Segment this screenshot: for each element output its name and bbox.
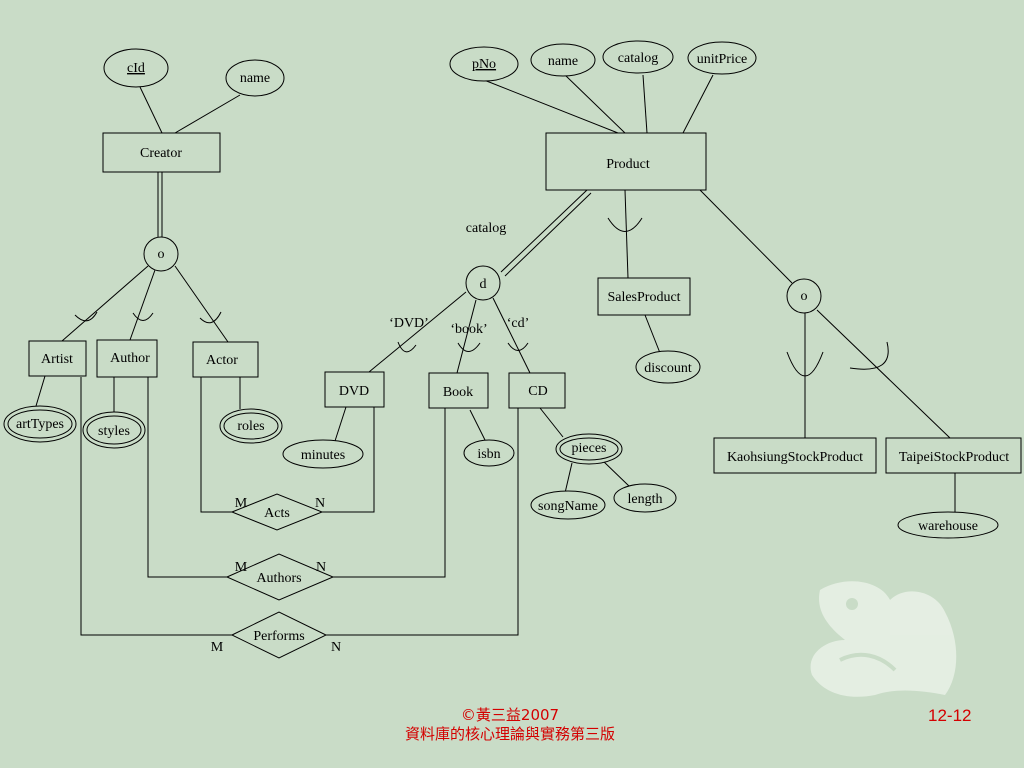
attribute-minutes: minutes: [282, 439, 364, 469]
entity-product: Product: [545, 132, 707, 191]
attribute-unit-price-label: unitPrice: [697, 52, 748, 67]
performs-right-cardinality: N: [331, 640, 341, 655]
entity-cd-label: CD: [528, 384, 547, 399]
relationship-performs: Performs M N: [211, 611, 341, 659]
attribute-product-catalog: catalog: [602, 40, 674, 74]
footer-copyright: ©黃三益2007: [460, 706, 560, 724]
entity-author-label: Author: [110, 351, 150, 366]
entity-actor: Actor: [192, 341, 259, 378]
attribute-pieces: pieces: [555, 433, 623, 465]
connector-lines: [35, 74, 956, 636]
attribute-unit-price: unitPrice: [687, 41, 757, 75]
dvd-value-label: ‘DVD’: [389, 316, 429, 331]
entity-book: Book: [428, 372, 489, 409]
attribute-product-name-label: name: [548, 54, 578, 69]
attribute-length-label: length: [628, 492, 663, 507]
entity-product-label: Product: [606, 157, 650, 172]
attribute-roles-label: roles: [237, 419, 264, 434]
attribute-cid: cId: [103, 48, 169, 88]
entity-dvd-label: DVD: [339, 384, 369, 399]
product-disjoint-symbol: d: [480, 277, 487, 292]
entity-kaohsiung-stock-product-label: KaohsiungStockProduct: [727, 450, 863, 465]
entity-kaohsiung-stock-product: KaohsiungStockProduct: [713, 437, 877, 474]
attribute-pieces-label: pieces: [572, 441, 607, 456]
attribute-art-types-label: artTypes: [16, 417, 64, 432]
attribute-warehouse: warehouse: [897, 511, 999, 539]
creator-overlap-symbol: o: [158, 247, 165, 262]
entity-book-label: Book: [443, 385, 473, 400]
footer-book-title: 資料庫的核心理論與實務第三版: [404, 725, 615, 743]
attribute-length: length: [613, 483, 677, 513]
relationship-authors-label: Authors: [256, 571, 301, 586]
entity-author: Author: [96, 339, 158, 378]
cd-value-label: ‘cd’: [507, 316, 530, 331]
acts-right-cardinality: N: [315, 496, 325, 511]
discriminator-label: catalog: [466, 221, 506, 236]
performs-left-cardinality: M: [211, 640, 224, 655]
specialization-product-disjoint: d: [465, 265, 501, 301]
acts-left-cardinality: M: [235, 496, 248, 511]
entity-sales-product-label: SalesProduct: [607, 290, 680, 305]
attribute-art-types: artTypes: [3, 405, 77, 443]
entity-artist-label: Artist: [41, 352, 73, 367]
book-value-label: ‘book’: [450, 322, 487, 337]
attribute-creator-name: name: [225, 59, 285, 97]
entity-artist: Artist: [28, 340, 87, 377]
dragon-ornament: [810, 581, 957, 697]
attribute-roles: roles: [219, 408, 283, 444]
specialization-creator-overlap: o: [143, 236, 179, 272]
entity-sales-product: SalesProduct: [597, 277, 691, 316]
entity-taipei-stock-product: TaipeiStockProduct: [885, 437, 1022, 474]
footer: ©黃三益2007 資料庫的核心理論與實務第三版: [360, 706, 660, 744]
authors-right-cardinality: N: [316, 560, 326, 575]
attribute-isbn-label: isbn: [477, 447, 500, 462]
entity-dvd: DVD: [324, 371, 385, 408]
relationship-performs-label: Performs: [253, 629, 304, 644]
entity-creator: Creator: [102, 132, 221, 173]
entity-actor-label: Actor: [206, 353, 238, 368]
page-number: 12-12: [928, 706, 972, 725]
attribute-isbn: isbn: [463, 439, 515, 467]
attribute-styles: styles: [82, 411, 146, 449]
attribute-minutes-label: minutes: [301, 448, 345, 463]
relationship-authors: Authors M N: [225, 553, 335, 601]
attribute-cid-label: cId: [127, 61, 145, 76]
entity-taipei-stock-product-label: TaipeiStockProduct: [899, 450, 1009, 465]
attribute-product-catalog-label: catalog: [618, 51, 658, 66]
attribute-warehouse-label: warehouse: [918, 519, 978, 534]
entity-cd: CD: [508, 372, 566, 409]
attribute-discount-label: discount: [644, 361, 692, 376]
relationship-acts: Acts M N: [230, 493, 325, 531]
specialization-stock-overlap: o: [786, 278, 822, 314]
relationship-acts-label: Acts: [264, 506, 290, 521]
authors-left-cardinality: M: [235, 560, 248, 575]
entity-creator-label: Creator: [140, 146, 182, 161]
attribute-song-name-label: songName: [538, 499, 598, 514]
attribute-pno-label: pNo: [472, 57, 496, 72]
attribute-song-name: songName: [530, 490, 606, 520]
attribute-pno: pNo: [449, 46, 519, 82]
attribute-product-name: name: [530, 43, 596, 77]
attribute-creator-name-label: name: [240, 71, 270, 86]
stock-overlap-symbol: o: [801, 289, 808, 304]
attribute-styles-label: styles: [98, 424, 130, 439]
attribute-discount: discount: [635, 350, 701, 384]
